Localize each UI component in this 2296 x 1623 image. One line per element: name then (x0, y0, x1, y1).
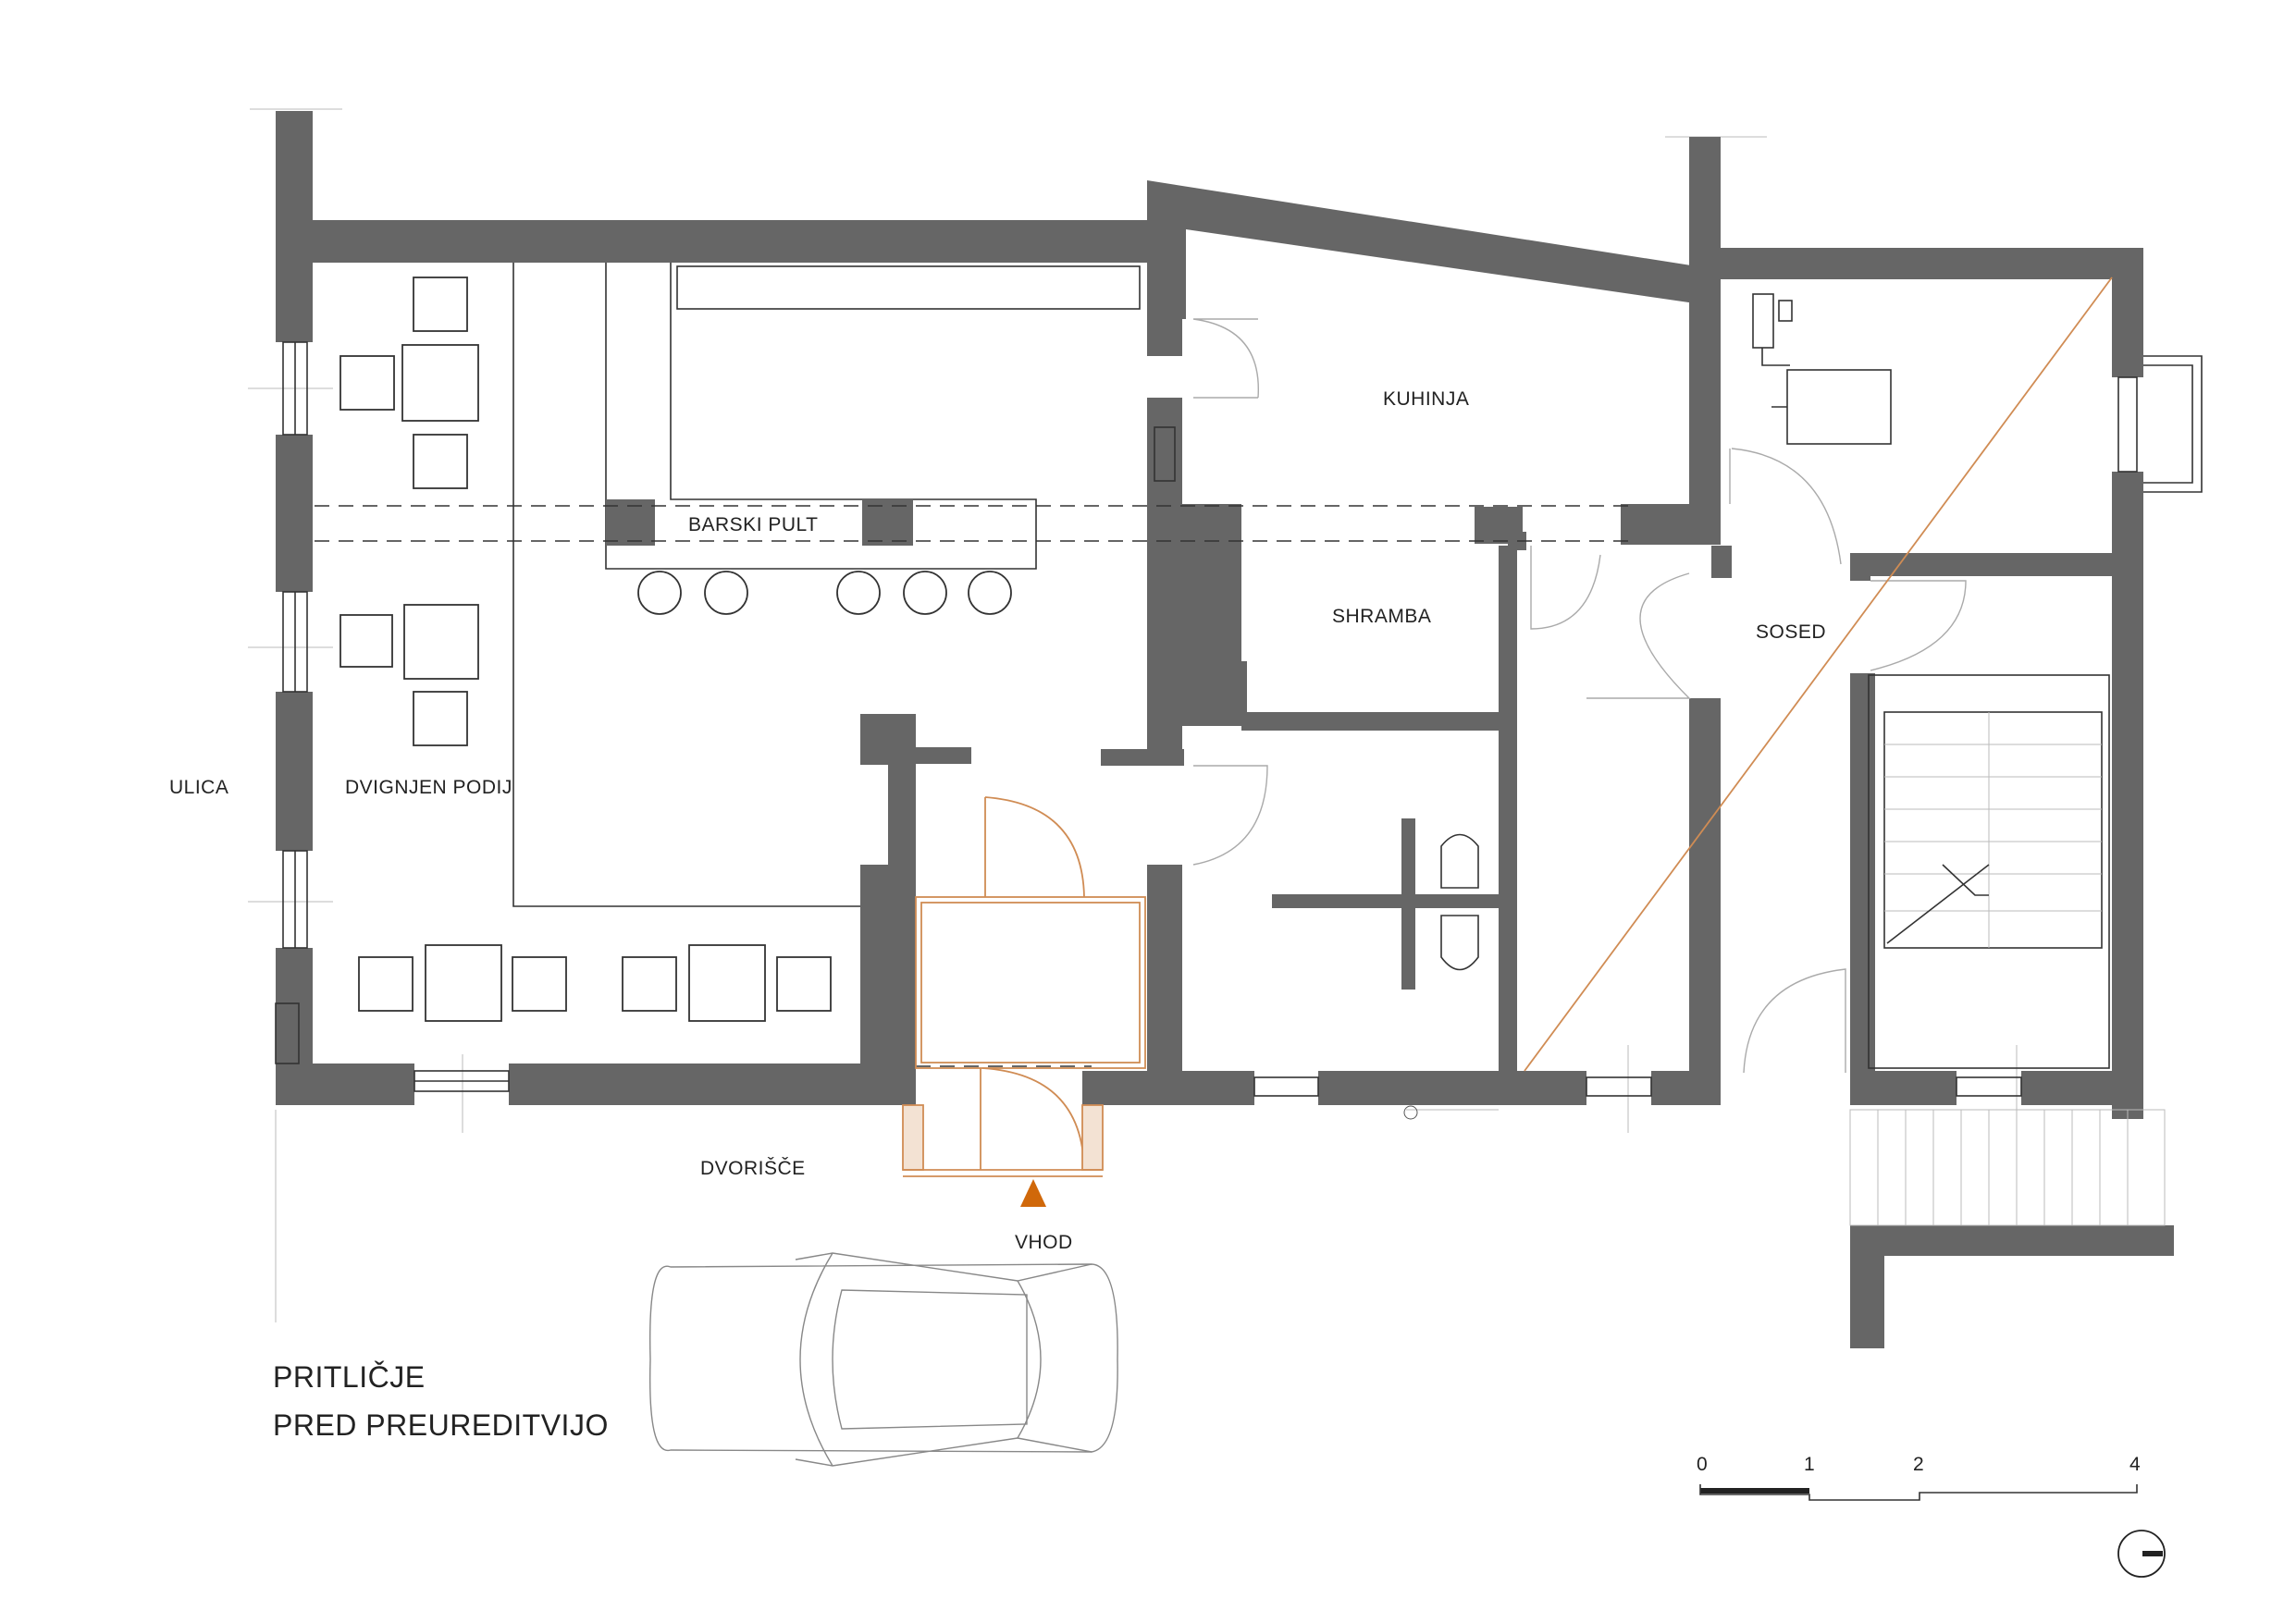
label-barski-pult: BARSKI PULT (688, 514, 818, 535)
doors (1192, 318, 1967, 1074)
diagonal-line (1524, 277, 2113, 1072)
scale-tick-4: 4 (2129, 1454, 2141, 1475)
north-arrow-icon (2117, 1530, 2166, 1578)
car-outline (648, 1252, 1118, 1467)
entrance-vestibule (902, 796, 1146, 1177)
label-vhod: VHOD (1015, 1232, 1073, 1253)
label-kuhinja: KUHINJA (1383, 388, 1469, 410)
scale-tick-2: 2 (1913, 1454, 1924, 1475)
label-ulica: ULICA (169, 777, 228, 798)
label-dvignjen-podij: DVIGNJEN PODIJ (345, 777, 512, 798)
guide-lines (248, 108, 2018, 1322)
title-line-2: PRED PREUREDITVIJO (273, 1408, 609, 1442)
scale-tick-0: 0 (1697, 1454, 1708, 1475)
windows (275, 341, 2203, 1097)
scale-tick-1: 1 (1804, 1454, 1815, 1475)
scale-bar: 0 1 2 4 (1697, 1454, 2141, 1501)
staircase (1849, 674, 2166, 1226)
walls (276, 111, 2174, 1348)
label-dvorisce: DVORIŠČE (700, 1158, 806, 1179)
title-line-1: PRITLIČJE (273, 1360, 426, 1394)
label-shramba: SHRAMBA (1332, 606, 1431, 627)
triangle-up-icon (1020, 1179, 1046, 1207)
label-sosed: SOSED (1756, 621, 1826, 643)
fixtures (1154, 293, 1892, 990)
bar-interior (315, 263, 1628, 1067)
